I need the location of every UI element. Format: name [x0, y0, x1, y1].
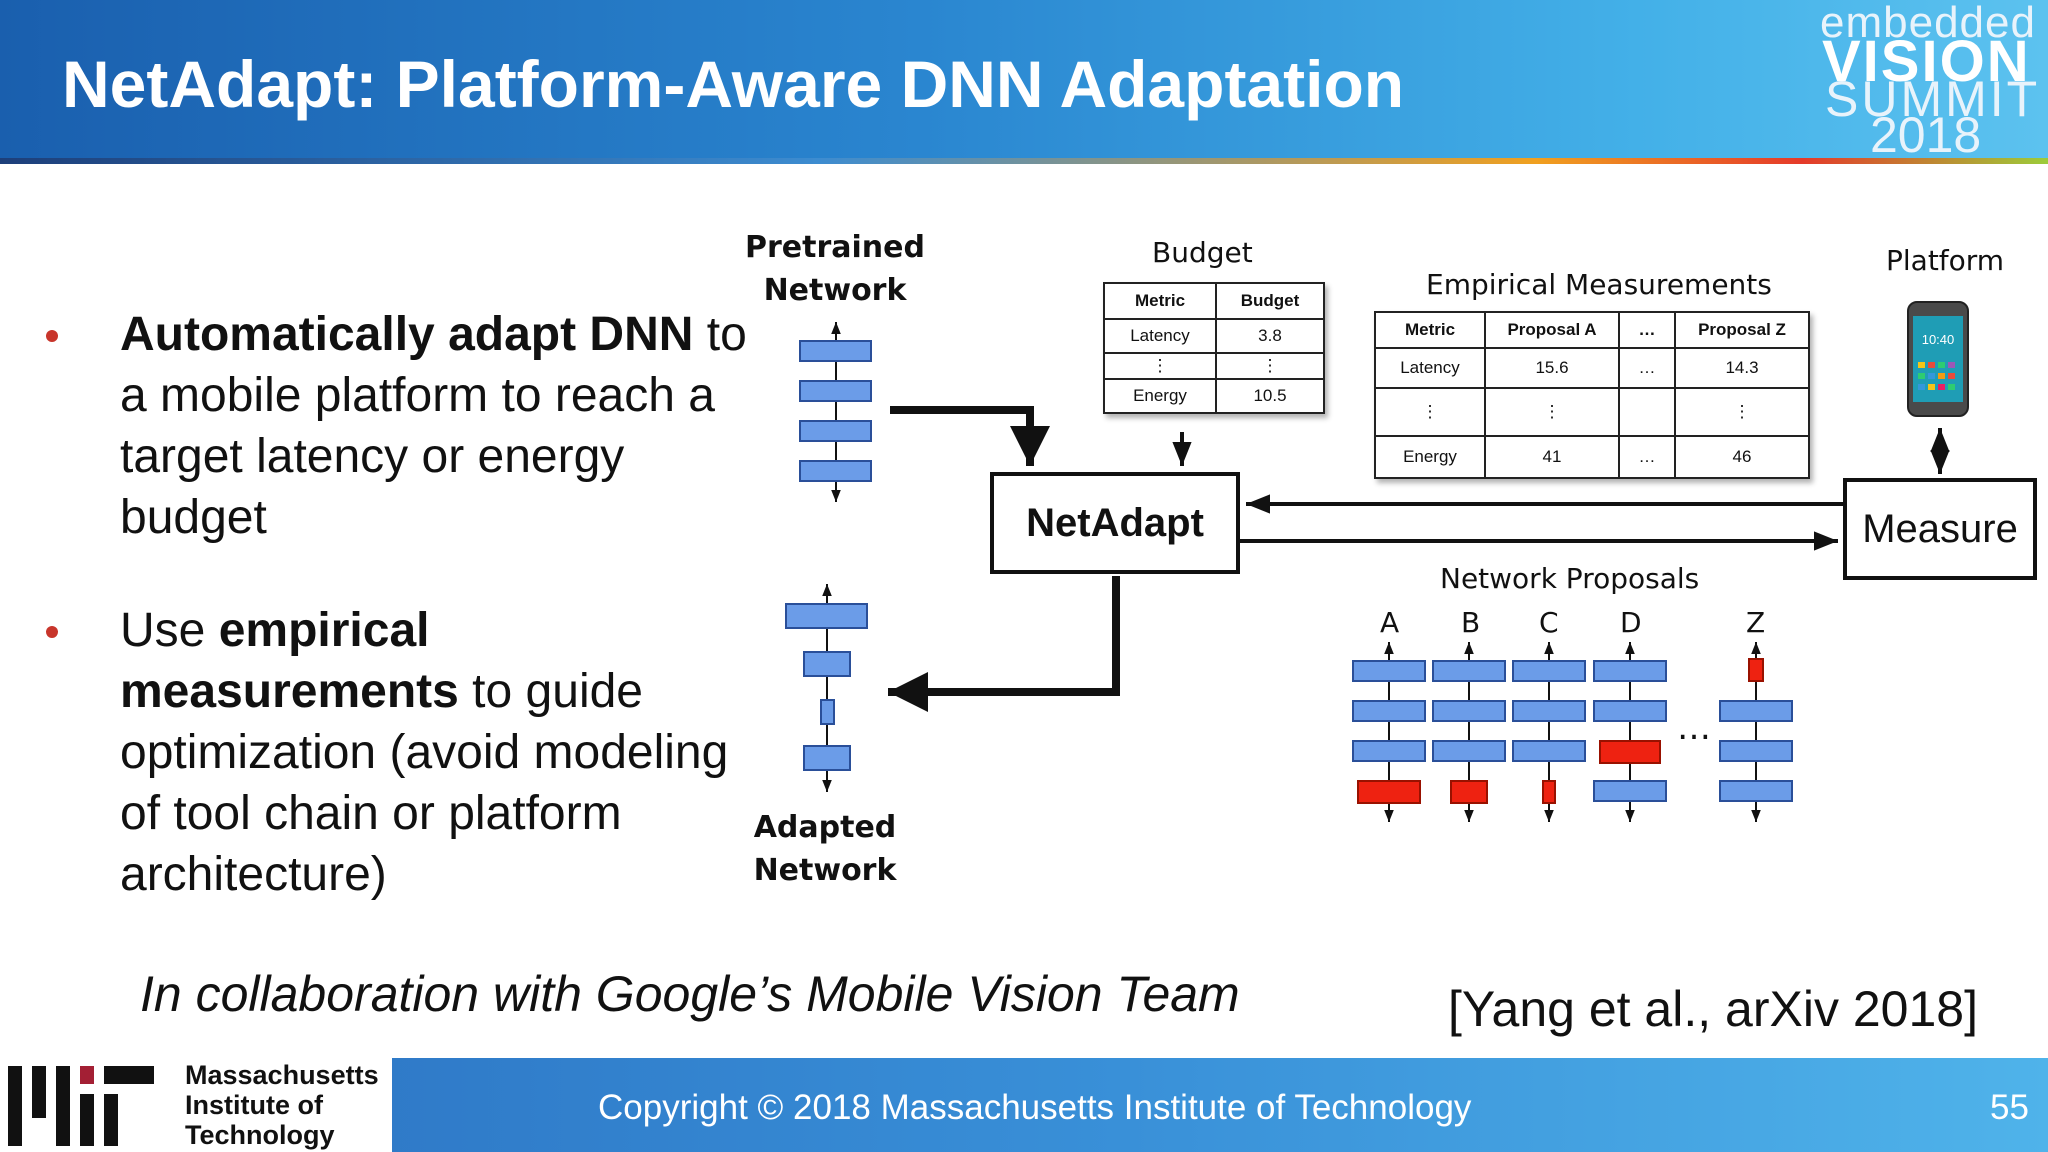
- table-cell: ⋮: [1674, 387, 1810, 437]
- logo-summit-text: SUMMIT: [1825, 71, 2041, 127]
- adapted-network-label: Adapted Network: [753, 810, 897, 888]
- measurements-title: Empirical Measurements: [1426, 268, 1772, 301]
- measurements-header-ellipsis: …: [1618, 311, 1676, 349]
- mit-name: Massachusetts Institute of Technology: [185, 1060, 379, 1150]
- bullet-2-text: to guide optimization (avoid modeling of…: [120, 665, 729, 901]
- table-cell: ⋮: [1374, 387, 1486, 437]
- budget-header-metric: Metric: [1103, 282, 1217, 320]
- slide-title: NetAdapt: Platform-Aware DNN Adaptation: [62, 47, 1405, 121]
- mit-name-line: Massachusetts: [185, 1060, 379, 1090]
- proposals-title: Network Proposals: [1440, 562, 1700, 595]
- measure-label: Measure: [1862, 506, 2018, 551]
- table-cell: 10.5: [1215, 378, 1325, 414]
- netadapt-label: NetAdapt: [1026, 500, 1204, 545]
- collaboration-note: In collaboration with Google’s Mobile Vi…: [140, 966, 1240, 1022]
- proposals-ellipsis: …: [1677, 708, 1711, 748]
- bullet-1: Automatically adapt DNN to a mobile plat…: [120, 304, 760, 548]
- phone-time: 10:40: [1922, 332, 1955, 347]
- table-cell: ⋮: [1103, 352, 1217, 380]
- bullet-2: Use empirical measurements to guide opti…: [120, 600, 760, 905]
- table-cell: Energy: [1103, 378, 1217, 414]
- bullet-1-dot: [46, 330, 58, 342]
- phone-icon: 10:40: [1907, 301, 1969, 417]
- table-cell: 3.8: [1215, 318, 1325, 354]
- pretrained-to-netadapt-arrow: [890, 406, 1050, 466]
- table-cell: 41: [1484, 435, 1620, 479]
- bullet-2-dot: [46, 626, 58, 638]
- bullet-2-bold: empirical measurements: [120, 604, 459, 718]
- page-number: 55: [1990, 1088, 2029, 1127]
- measurements-header-proposal-z: Proposal Z: [1674, 311, 1810, 349]
- table-cell: 15.6: [1484, 347, 1620, 389]
- proposal-label-b: B: [1461, 606, 1481, 639]
- measurements-header-proposal-a: Proposal A: [1484, 311, 1620, 349]
- pretrained-network-label: Pretrained Network: [745, 230, 925, 308]
- bullet-2-prefix: Use: [120, 604, 219, 657]
- logo-embedded-text: embedded: [1820, 0, 2036, 47]
- netadapt-to-adapted-arrow: [888, 576, 1120, 712]
- header-accent-strip: [0, 158, 2048, 164]
- proposal-label-d: D: [1620, 606, 1642, 639]
- measure-box: Measure: [1843, 478, 2037, 580]
- mit-name-line: Institute of: [185, 1090, 323, 1120]
- citation: [Yang et al., arXiv 2018]: [1448, 981, 1978, 1037]
- bullet-1-bold: Automatically adapt DNN: [120, 308, 694, 361]
- measurements-header-metric: Metric: [1374, 311, 1486, 349]
- budget-header-budget: Budget: [1215, 282, 1325, 320]
- copyright-text: Copyright © 2018 Massachusetts Institute…: [598, 1088, 1472, 1127]
- table-cell: ⋮: [1484, 387, 1620, 437]
- table-cell: Energy: [1374, 435, 1486, 479]
- bullet-1-text: to a mobile platform to reach a target l…: [120, 308, 747, 544]
- netadapt-box: NetAdapt: [990, 472, 1240, 574]
- table-cell: …: [1618, 435, 1676, 479]
- table-cell: 14.3: [1674, 347, 1810, 389]
- network-proposals: [1352, 642, 1793, 822]
- table-cell: …: [1618, 347, 1676, 389]
- budget-title: Budget: [1152, 236, 1253, 269]
- proposal-label-c: C: [1539, 606, 1559, 639]
- table-cell: 46: [1674, 435, 1810, 479]
- table-cell: ⋮: [1215, 352, 1325, 380]
- header-banner: [0, 0, 2048, 162]
- table-cell: Latency: [1103, 318, 1217, 354]
- table-cell: Latency: [1374, 347, 1486, 389]
- logo-vision-text: VISION: [1822, 29, 2031, 94]
- adapted-network-stack: [785, 584, 868, 792]
- mit-logo-icon: [8, 1066, 154, 1146]
- pretrained-network-stack: [799, 322, 872, 502]
- table-cell: [1618, 387, 1676, 437]
- proposal-label-a: A: [1380, 606, 1400, 639]
- logo-year-text: 2018: [1870, 107, 1982, 163]
- proposal-label-z: Z: [1746, 606, 1766, 639]
- platform-label: Platform: [1886, 244, 2005, 277]
- mit-name-line: Technology: [185, 1120, 335, 1150]
